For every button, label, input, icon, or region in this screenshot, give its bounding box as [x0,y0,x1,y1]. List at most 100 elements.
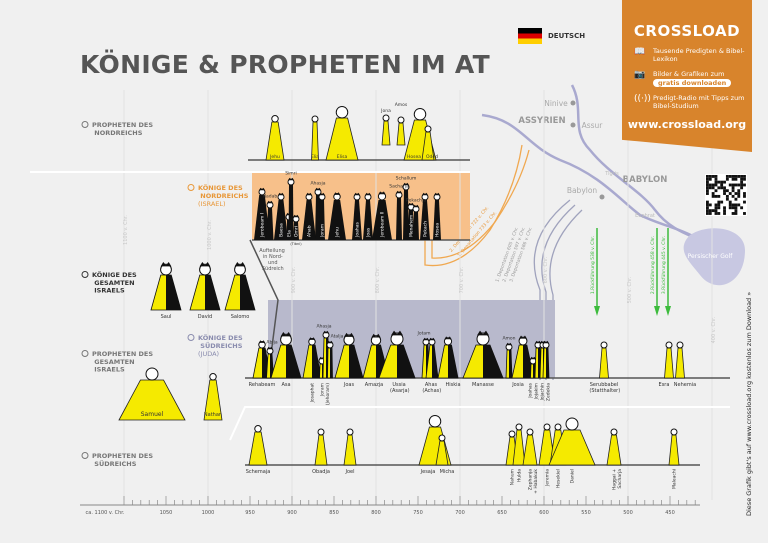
south-prophet[interactable] [248,425,268,466]
judah-king[interactable] [437,336,459,379]
figure-label: Ahasja [310,181,325,187]
judah-king[interactable] [266,346,274,379]
north-king[interactable] [254,187,270,240]
figure-label: Hesekiel [556,469,562,488]
judah-king[interactable] [378,330,416,379]
united-prophet[interactable] [118,367,186,421]
south-prophet[interactable] [548,417,596,466]
figure-label: Jeremia [545,469,551,487]
figure-label: Jesaja [420,469,436,475]
post-exile-leader[interactable] [675,341,685,379]
city-dot [570,100,576,106]
south-prophet[interactable] [343,428,357,466]
north-prophet[interactable] [396,116,406,146]
south-prophet[interactable] [512,423,526,466]
north-king[interactable] [395,190,403,240]
figure-label: Joas [366,227,372,238]
language-label[interactable]: DEUTSCH [548,32,586,40]
united-king[interactable] [150,262,182,311]
website-link[interactable]: www.crossload.org [627,118,747,131]
return-label: 3.Rückführung 445 v. Chr. [661,236,667,294]
river-label: Tigris [604,171,619,177]
axis-tick-label: 450 [665,510,675,516]
north-king[interactable] [352,192,362,240]
north-king[interactable] [402,182,410,240]
century-label: 700 v. Chr. [459,266,465,293]
north-prophet[interactable] [265,115,285,161]
figure-label: Ela [287,230,293,237]
north-king[interactable] [292,214,300,240]
figure-label: Sacharja [389,184,409,190]
axis-tick-label: 600 [539,510,549,516]
german-flag-icon[interactable] [518,28,542,44]
feature-text: Predigt-Radio mit Tipps zum Bibel-Studiu… [653,94,745,110]
judah-king[interactable] [529,356,537,379]
figure-label: Joel [345,469,355,475]
download-note[interactable]: Diese Grafik gibt's auf www.crossload.or… [745,291,753,516]
section-icon [187,334,195,341]
united-king[interactable] [189,262,221,311]
south-prophet[interactable] [435,434,449,466]
city-dot [599,194,605,200]
north-prophet[interactable] [421,125,435,161]
post-exile-leader[interactable] [664,341,674,379]
section-icon [81,350,89,357]
north-king[interactable] [302,192,316,240]
axis-tick-label: 500 [623,510,633,516]
figure-label: Josaphat [310,383,316,404]
north-king[interactable] [328,192,346,240]
figure-label: Schallum [396,176,417,182]
feature-radio: ((·))Predigt-Radio mit Tipps zum Bibel-S… [634,94,752,110]
north-king[interactable] [372,191,392,240]
figure-label: Pekachja [406,198,426,204]
download-button[interactable]: gratis downloaden [653,79,732,87]
qr-code[interactable] [705,174,747,216]
south-prophet[interactable] [314,428,328,466]
judah-king[interactable] [542,340,550,379]
north-king[interactable] [274,192,288,240]
north-king[interactable] [287,177,295,240]
section-south-kings: KÖNIGE DES SÜDREICHS [198,333,243,350]
post-exile-leader[interactable] [599,341,609,379]
north-king[interactable] [412,204,420,240]
figure-label: Nahum [510,469,516,485]
judah-king[interactable] [425,337,439,379]
judah-king[interactable] [462,330,504,379]
figure-label: Esra [659,382,670,388]
north-prophet[interactable] [381,114,391,146]
figure-label: Nehemia [674,382,696,388]
north-prophet[interactable] [325,105,359,161]
judah-king[interactable] [326,340,334,379]
axis-tick-label: 550 [581,510,591,516]
century-label: 900 v. Chr. [291,266,297,293]
united-prophet[interactable] [203,373,223,421]
south-prophet[interactable] [522,428,538,466]
figure-label: Schemaja [246,469,271,475]
north-king[interactable] [266,200,274,240]
section-icon [81,271,89,278]
figure-label: Menahem [409,215,415,237]
judah-king[interactable] [534,340,542,379]
judah-king[interactable] [505,342,513,379]
split-note: Aufteilung in Nord- und Südreich [259,248,285,272]
judah-king[interactable] [511,335,535,379]
region-label: BABYLON [623,175,668,185]
united-king[interactable] [224,262,256,311]
north-king[interactable] [433,192,441,240]
south-prophet[interactable] [606,428,622,466]
century-label: 1000 v. Chr. [207,220,213,250]
north-king[interactable] [318,192,326,240]
judah-king[interactable] [334,332,364,379]
north-prophet[interactable] [311,115,319,161]
river-label: Euphrat [635,213,655,219]
judah-king[interactable] [252,340,272,379]
figure-label: Hulda [517,469,523,482]
south-prophet[interactable] [668,428,680,466]
judah-king[interactable] [270,332,302,379]
north-king[interactable] [363,192,373,240]
judah-king[interactable] [302,337,322,379]
crossload-logo[interactable]: CROSSLOAD [633,22,741,40]
axis-tick-label: 1000 [202,510,215,516]
north-king[interactable] [420,192,430,240]
persian-gulf [683,228,745,286]
